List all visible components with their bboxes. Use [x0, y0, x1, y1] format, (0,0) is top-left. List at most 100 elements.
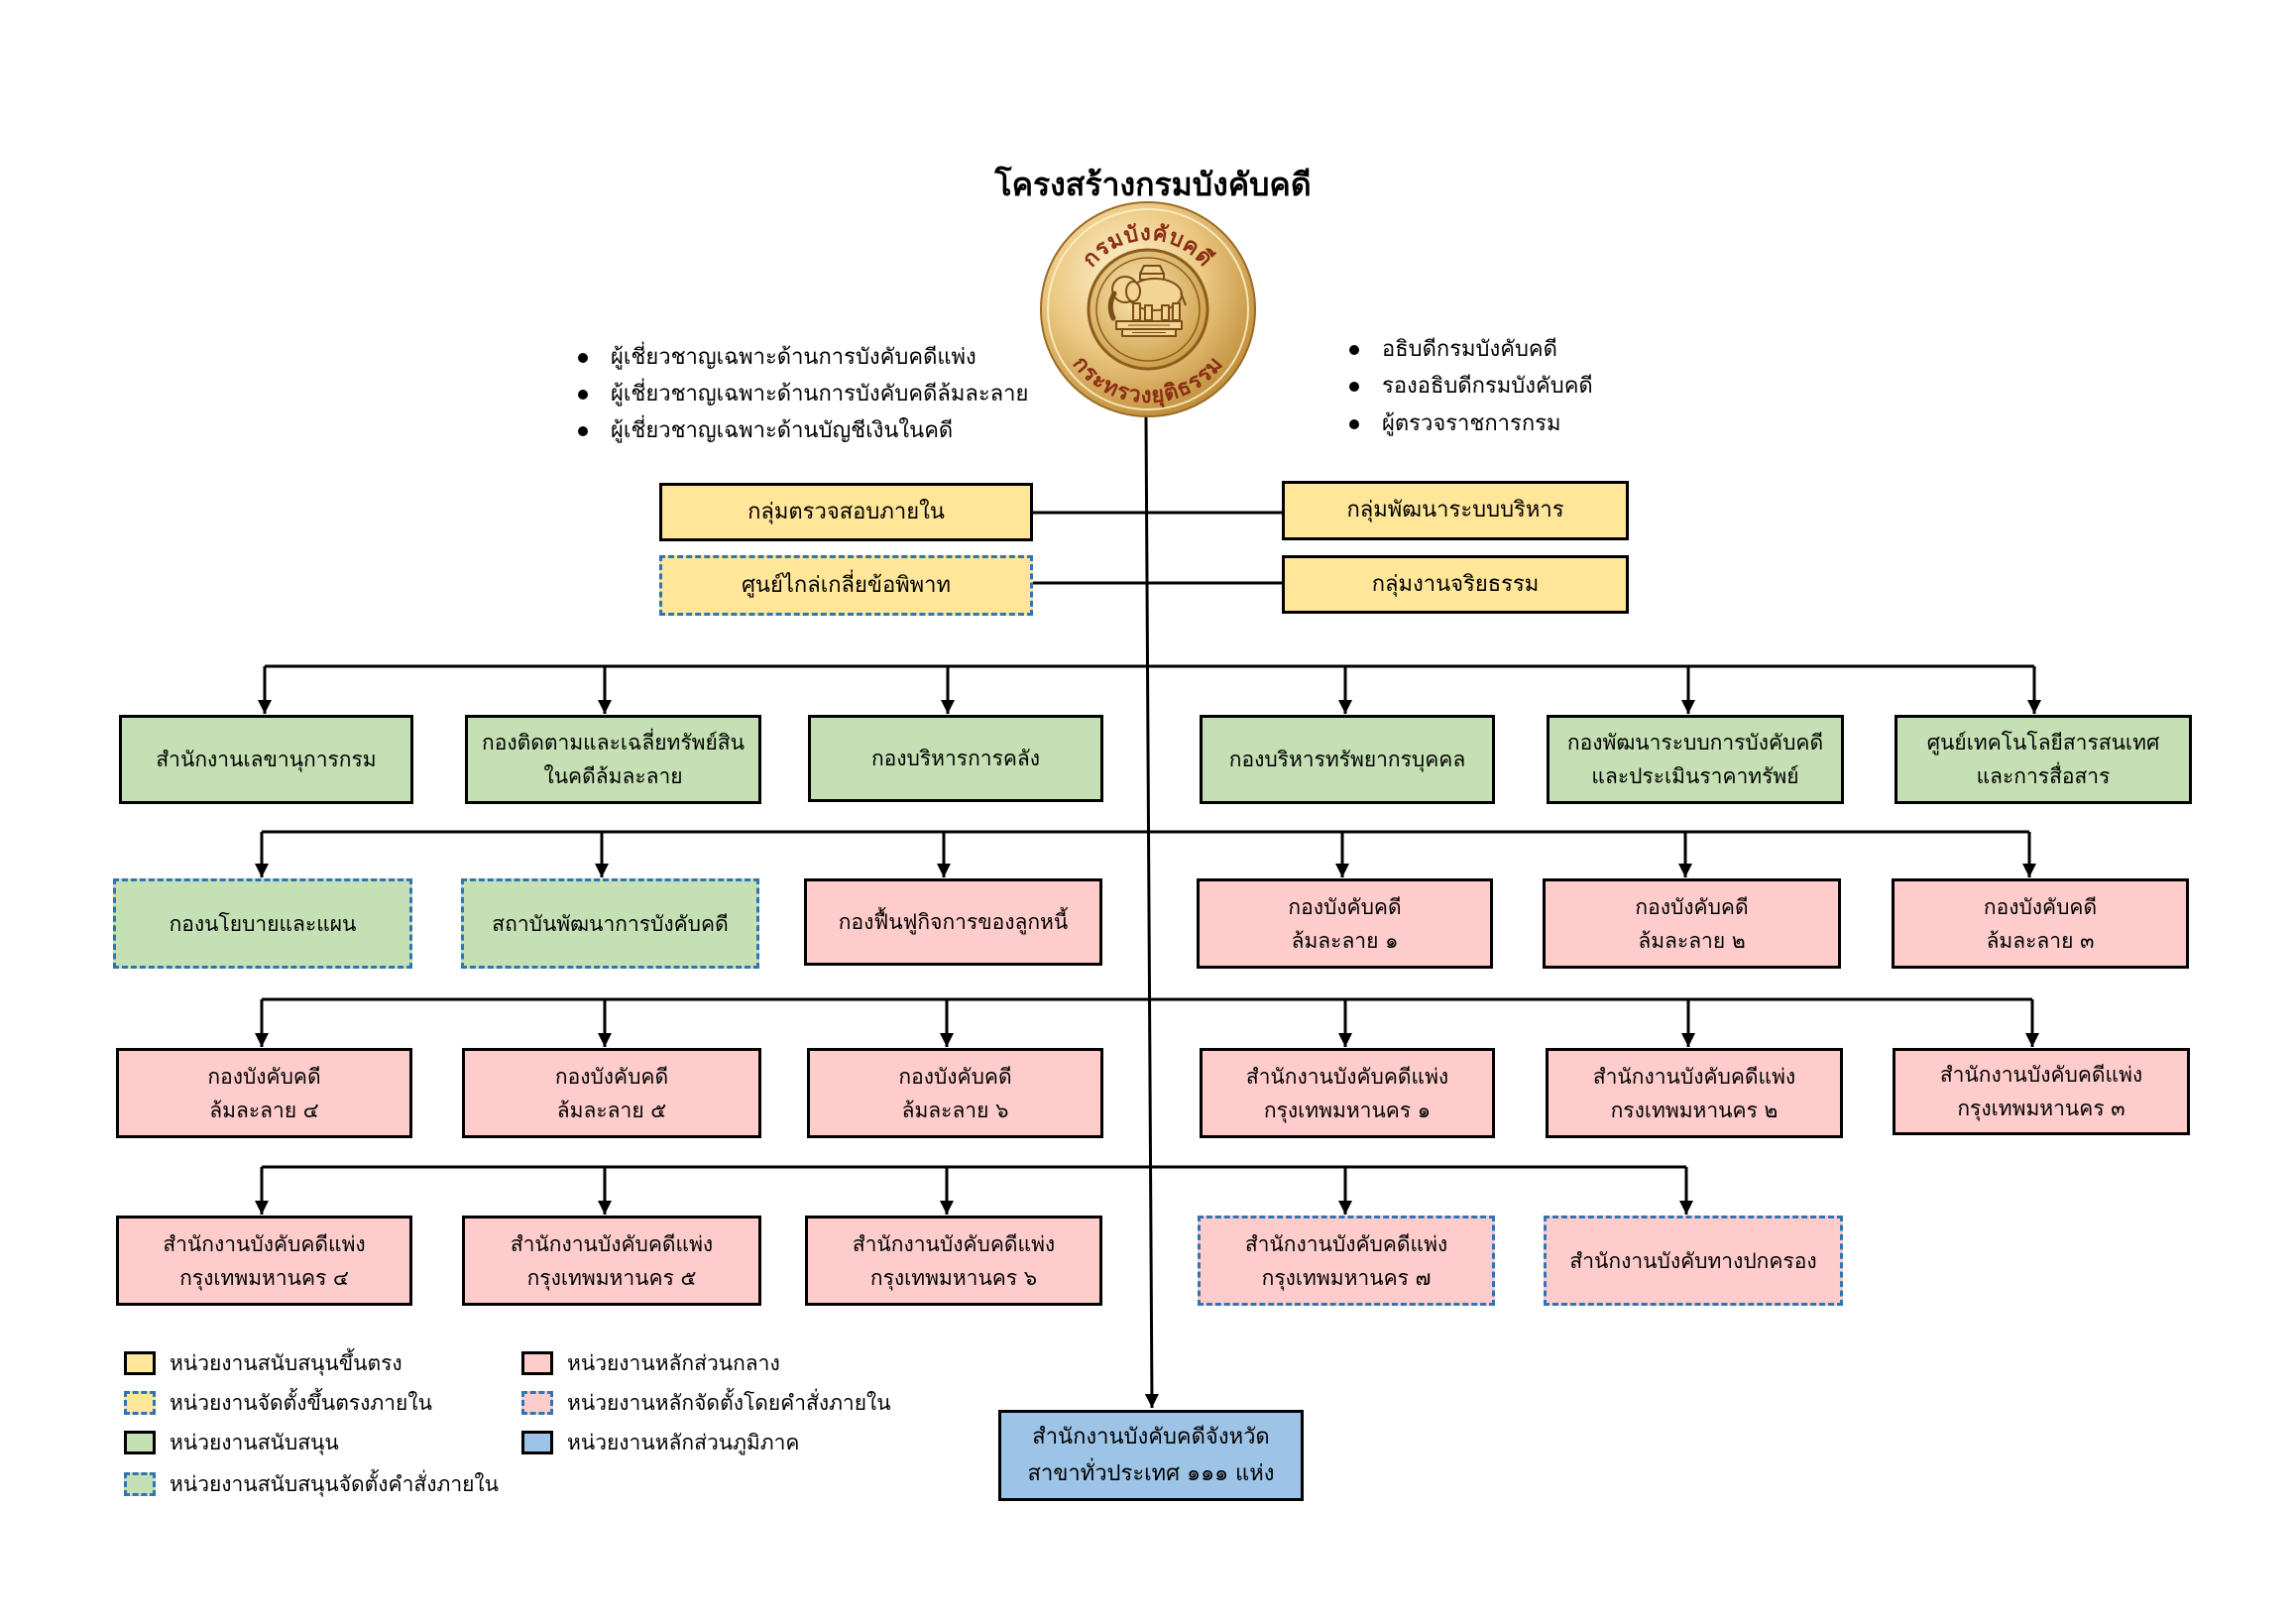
policy-planning-division-box: กองนโยบายและแผน [113, 878, 412, 969]
unit-label: สำนักงานบังคับคดีแพ่ง [1244, 1231, 1448, 1256]
legend-item: หน่วยงานหลักส่วนภูมิภาค [521, 1428, 799, 1457]
elephant-emblem-icon [1107, 265, 1187, 337]
list-item: รองอธิบดีกรมบังคับคดี [1349, 371, 1593, 403]
debtor-rehabilitation-division-box: กองฟื้นฟูกิจการของลูกหนี้ [804, 878, 1102, 966]
unit-label: ศูนย์ไกล่เกลี่ยข้อพิพาท [741, 572, 952, 598]
bullet-icon [578, 353, 588, 363]
unit-label: ในคดีล้มละลาย [543, 764, 683, 788]
unit-label: ล้มละลาย ๓ [1986, 928, 2095, 953]
unit-label: กองบังคับคดี [1983, 894, 2098, 919]
unit-label: สำนักงานบังคับคดีแพ่ง [1939, 1063, 2143, 1087]
unit-label: กองบังคับคดี [207, 1064, 321, 1089]
unit-label: กองบังคับคดี [1635, 894, 1749, 919]
unit-label: และประเมินราคาทรัพย์ [1591, 764, 1799, 788]
legend-swatch [521, 1391, 553, 1415]
legend-item: หน่วยงานสนับสนุนจัดตั้งคำสั่งภายใน [124, 1469, 499, 1499]
list-item: ผู้เชี่ยวชาญเฉพาะด้านการบังคับคดีแพ่ง [578, 342, 976, 374]
dispute-mediation-center-box: ศูนย์ไกล่เกลี่ยข้อพิพาท [659, 555, 1033, 616]
expert-position-label: ผู้เชี่ยวชาญเฉพาะด้านบัญชีเงินในคดี [611, 418, 954, 443]
legend-item: หน่วยงานหลักจัดตั้งโดยคำสั่งภายใน [521, 1388, 891, 1418]
unit-label: กองบังคับคดี [898, 1064, 1012, 1089]
unit-label: กองบังคับคดี [554, 1064, 669, 1089]
bankruptcy-enforcement-division-2-box: กองบังคับคดี ล้มละลาย ๒ [1543, 878, 1841, 969]
unit-label: กรุงเทพมหานคร ๔ [179, 1265, 349, 1290]
legend-label: หน่วยงานสนับสนุนขึ้นตรง [170, 1351, 402, 1375]
finance-division-box: กองบริหารการคลัง [808, 715, 1103, 802]
unit-label: สำนักงานบังคับคดีจังหวัด [1032, 1425, 1270, 1450]
unit-label: สำนักงานบังคับคดีแพ่ง [1245, 1064, 1449, 1089]
expert-position-label: ผู้เชี่ยวชาญเฉพาะด้านการบังคับคดีล้มละลา… [611, 382, 1029, 406]
unit-label: กรงเทพมหานคร ๒ [1610, 1098, 1779, 1122]
list-item: ผู้เชี่ยวชาญเฉพาะด้านบัญชีเงินในคดี [578, 415, 953, 447]
bankruptcy-enforcement-division-5-box: กองบังคับคดี ล้มละลาย ๕ [462, 1048, 761, 1138]
bullet-icon [1349, 382, 1359, 392]
unit-label: ล้มละลาย ๑ [1291, 928, 1399, 953]
executive-position-label: ผู้ตรวจราชการกรม [1382, 411, 1561, 436]
legend-item: หน่วยงานสนับสนุนขึ้นตรง [124, 1348, 402, 1378]
admin-development-group-box: กลุ่มพัฒนาระบบบริหาร [1282, 481, 1629, 540]
chart-title: โครงสร้างกรมบังคับคดี [994, 166, 1312, 203]
bankruptcy-enforcement-division-1-box: กองบังคับคดี ล้มละลาย ๑ [1197, 878, 1493, 969]
unit-label: กรุงเทพมหานคร ๑ [1263, 1098, 1432, 1122]
ict-center-box: ศูนย์เทคโนโลยีสารสนเทศ และการสื่อสาร [1894, 715, 2192, 804]
unit-label: ล้มละลาย ๖ [901, 1098, 1009, 1122]
unit-label: กองพัฒนาระบบการบังคับคดี [1566, 731, 1824, 754]
list-item: ผู้เชี่ยวชาญเฉพาะด้านการบังคับคดีล้มละลา… [578, 379, 1028, 410]
legend-swatch [521, 1351, 553, 1375]
bangkok-civil-enforcement-office-2-box: สำนักงานบังคับคดีแพ่ง กรงเทพมหานคร ๒ [1546, 1048, 1843, 1138]
bangkok-civil-enforcement-office-3-box: สำนักงานบังคับคดีแพ่ง กรุงเทพมหานคร ๓ [1893, 1048, 2190, 1135]
unit-label: สำนักงานบังคับคดีแพ่ง [163, 1231, 366, 1256]
enforcement-system-development-division-box: กองพัฒนาระบบการบังคับคดี และประเมินราคาท… [1547, 715, 1844, 804]
bankruptcy-enforcement-division-6-box: กองบังคับคดี ล้มละลาย ๖ [807, 1048, 1103, 1138]
unit-label: ศูนย์เทคโนโลยีสารสนเทศ [1926, 731, 2160, 754]
unit-label: กลุ่มพัฒนาระบบบริหาร [1346, 498, 1564, 522]
legend-swatch [124, 1351, 156, 1375]
unit-label: กองบังคับคดี [1288, 894, 1402, 919]
unit-label: กลุ่มตรวจสอบภายใน [747, 499, 945, 524]
legend-item: หน่วยงานจัดตั้งขึ้นตรงภายใน [124, 1388, 432, 1418]
legend-label: หน่วยงานหลักส่วนภูมิภาค [567, 1431, 800, 1454]
bullet-icon [1349, 419, 1359, 429]
unit-label: กองบริหารการคลัง [870, 747, 1041, 770]
legend-swatch [124, 1472, 156, 1496]
unit-label: สำนักงานบังคับคดีแพ่ง [1592, 1064, 1796, 1089]
central-trunk-arrow [1144, 415, 1159, 1409]
unit-label: สำนักงานบังคับคดีแพ่ง [852, 1231, 1056, 1256]
unit-label: กองฟื้นฟูกิจการของลูกหนี้ [838, 910, 1069, 934]
department-seal-logo: กรมบังคับคดี กระทรวงยุติธรรม [1040, 201, 1256, 417]
bullet-icon [578, 426, 588, 436]
unit-label: สำนักงานเลขานุการกรม [156, 748, 377, 771]
legend-label: หน่วยงานสนับสนุน [170, 1431, 339, 1454]
legend-label: หน่วยงานหลักส่วนกลาง [567, 1351, 780, 1375]
bullet-icon [578, 390, 588, 400]
enforcement-development-institute-box: สถาบันพัฒนาการบังคับคดี [461, 878, 759, 969]
legend-swatch [124, 1431, 156, 1454]
unit-label: กรุงเทพมหานคร ๖ [869, 1265, 1038, 1290]
executive-position-label: อธิบดีกรมบังคับคดี [1382, 337, 1557, 362]
unit-label: ล้มละลาย ๔ [209, 1098, 319, 1122]
bangkok-civil-enforcement-office-6-box: สำนักงานบังคับคดีแพ่ง กรุงเทพมหานคร ๖ [805, 1216, 1102, 1306]
bangkok-civil-enforcement-office-1-box: สำนักงานบังคับคดีแพ่ง กรุงเทพมหานคร ๑ [1200, 1048, 1495, 1138]
list-item: อธิบดีกรมบังคับคดี [1349, 334, 1557, 366]
secretariat-office-box: สำนักงานเลขานุการกรม [119, 715, 413, 804]
unit-label: กรุงเทพมหานคร ๓ [1957, 1097, 2125, 1120]
unit-label: สาขาทั่วประเทศ ๑๑๑ แห่ง [1027, 1461, 1275, 1486]
unit-label: ล้มละลาย ๕ [556, 1098, 667, 1122]
unit-label: กลุ่มงานจริยธรรม [1371, 571, 1540, 597]
legend-label: หน่วยงานสนับสนุนจัดตั้งคำสั่งภายใน [170, 1472, 500, 1496]
legend-item: หน่วยงานหลักส่วนกลาง [521, 1348, 780, 1378]
legend-label: หน่วยงานหลักจัดตั้งโดยคำสั่งภายใน [567, 1391, 891, 1415]
unit-label: สำนักงานบังคับคดีแพ่ง [510, 1231, 714, 1256]
human-resources-division-box: กองบริหารทรัพยากรบุคคล [1200, 715, 1495, 804]
expert-position-label: ผู้เชี่ยวชาญเฉพาะด้านการบังคับคดีแพ่ง [611, 345, 976, 370]
unit-label: และการสื่อสาร [1976, 764, 2111, 788]
unit-label: ล้มละลาย ๒ [1638, 928, 1746, 953]
legend-label: หน่วยงานจัดตั้งขึ้นตรงภายใน [170, 1391, 432, 1415]
unit-label: กองนโยบายและแผน [169, 911, 357, 936]
ethics-group-box: กลุ่มงานจริยธรรม [1282, 555, 1629, 614]
unit-label: สำนักงานบังคับทางปกครอง [1569, 1248, 1817, 1273]
bangkok-civil-enforcement-office-7-box: สำนักงานบังคับคดีแพ่ง กรุงเทพมหานคร ๗ [1198, 1216, 1495, 1306]
unit-label: กรุงเทพมหานคร ๗ [1261, 1265, 1432, 1290]
unit-label: กองบริหารทรัพยากรบุคคล [1228, 748, 1466, 771]
